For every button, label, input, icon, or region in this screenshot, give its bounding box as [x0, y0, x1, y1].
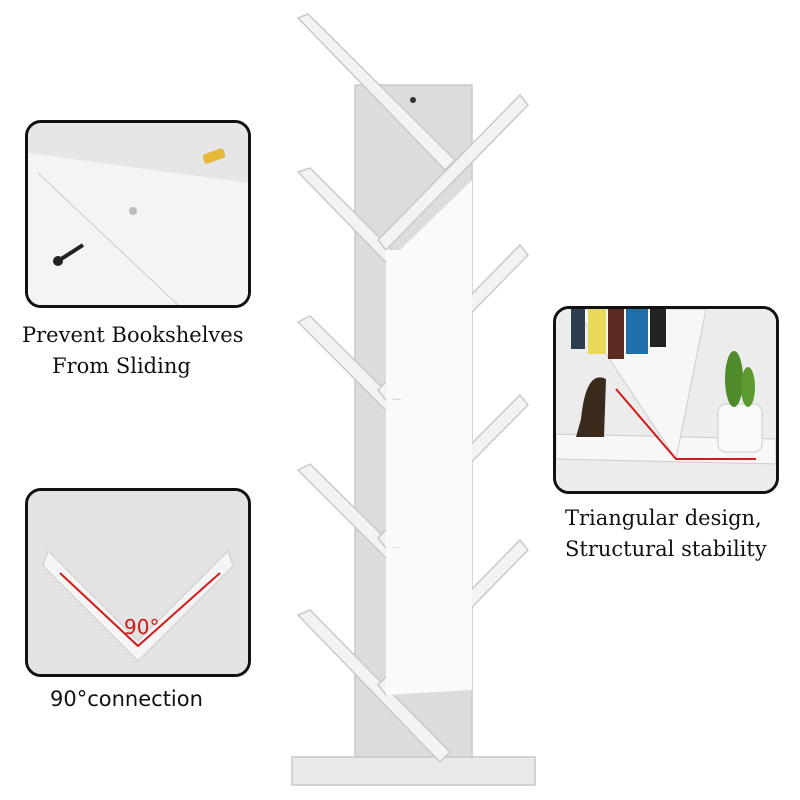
cactus-icon [725, 351, 743, 407]
anti-slide-caption: Prevent Bookshelves From Sliding [22, 320, 243, 382]
angle-label: 90° [124, 615, 160, 639]
anti-slide-detail [28, 123, 248, 305]
angle-marker [59, 572, 221, 648]
triangular-caption: Triangular design, Structural stability [565, 503, 767, 565]
styled-shelf-photo [556, 309, 776, 491]
wall-anchor-icon [202, 148, 226, 164]
caption-line-2: Structural stability [565, 537, 767, 561]
right-angle-detail [28, 491, 248, 674]
connection-caption: 90°connection [50, 687, 203, 711]
inset-triangular-design [553, 306, 779, 494]
sculpture-icon [576, 377, 606, 437]
caption-line-1: Triangular design, [565, 506, 762, 530]
books [571, 309, 666, 359]
caption-line-1: Prevent Bookshelves [22, 323, 244, 347]
inset-anti-slide [25, 120, 251, 308]
plant-pot-icon [717, 403, 763, 453]
inset-90-connection: 90° [25, 488, 251, 677]
caption-line-2: From Sliding [52, 354, 191, 378]
